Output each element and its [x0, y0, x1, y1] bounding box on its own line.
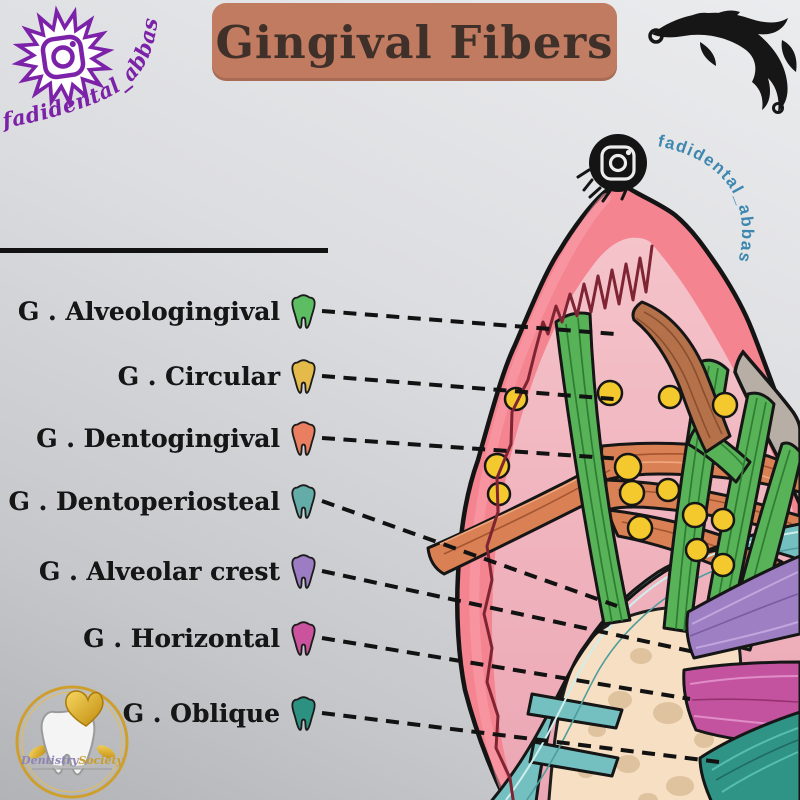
tooth-icon: [291, 553, 316, 589]
logo-heart: [65, 690, 104, 727]
gingiva-diagram: [426, 183, 800, 800]
instagram-icon: [600, 145, 636, 181]
tooth-icon: [291, 420, 316, 456]
pointer-line-alveologingival: [321, 309, 616, 336]
legend-row-oblique: G . Oblique: [0, 691, 318, 735]
corner-ornament: [648, 10, 797, 114]
tooth-icon: [291, 483, 316, 519]
starburst-inner: [23, 17, 103, 97]
dentistry-logo[interactable]: DentistrySociety: [15, 685, 129, 799]
cell-dots: [483, 379, 739, 578]
tooth-icon: [291, 293, 316, 329]
instagram-badge-mid[interactable]: [576, 134, 647, 203]
legend-label: G . Horizontal: [83, 623, 280, 653]
gingiva-rim-highlight: [469, 193, 611, 800]
legend-row-alveologingival: G . Alveologingival: [0, 289, 318, 333]
circular-fibers: [631, 300, 732, 454]
pointer-line-dentogingival: [321, 436, 623, 461]
legend-label: G . Alveologingival: [18, 296, 280, 326]
pointer-line-oblique: [321, 711, 728, 765]
legend-label: G . Dentoperiosteal: [8, 486, 280, 516]
legend-label: G . Circular: [117, 361, 280, 391]
tooth-icon: [291, 695, 316, 731]
alveolar-crest-fibers: [685, 554, 800, 660]
legend-row-dentogingival: G . Dentogingival: [0, 416, 318, 460]
instagram-icon: [40, 34, 86, 80]
legend-row-alveolar-crest: G . Alveolar crest: [0, 549, 318, 593]
legend-divider: [0, 248, 328, 253]
logo-leaf-left: [28, 745, 48, 759]
legend-label: G . Alveolar crest: [39, 556, 280, 586]
legend-row-dentoperiosteal: G . Dentoperiosteal: [0, 479, 318, 523]
legend-label: G . Dentogingival: [36, 423, 280, 453]
logo-wordmark: DentistrySociety: [20, 754, 125, 767]
logo-leaf-right: [96, 745, 116, 759]
legend-row-horizontal: G . Horizontal: [0, 616, 318, 660]
tooth-icon: [291, 358, 316, 394]
pointer-line-dentoperiosteal: [321, 499, 618, 608]
tooth-icon: [291, 620, 316, 656]
pointer-line-horizontal: [321, 636, 691, 701]
page-title: Gingival Fibers: [212, 3, 617, 81]
instagram-badge-topleft[interactable]: [4, 0, 121, 116]
pointer-lines: [321, 309, 728, 765]
legend-label: G . Oblique: [122, 698, 280, 728]
pointer-line-circular: [321, 374, 615, 401]
legend-row-circular: G . Circular: [0, 354, 318, 398]
